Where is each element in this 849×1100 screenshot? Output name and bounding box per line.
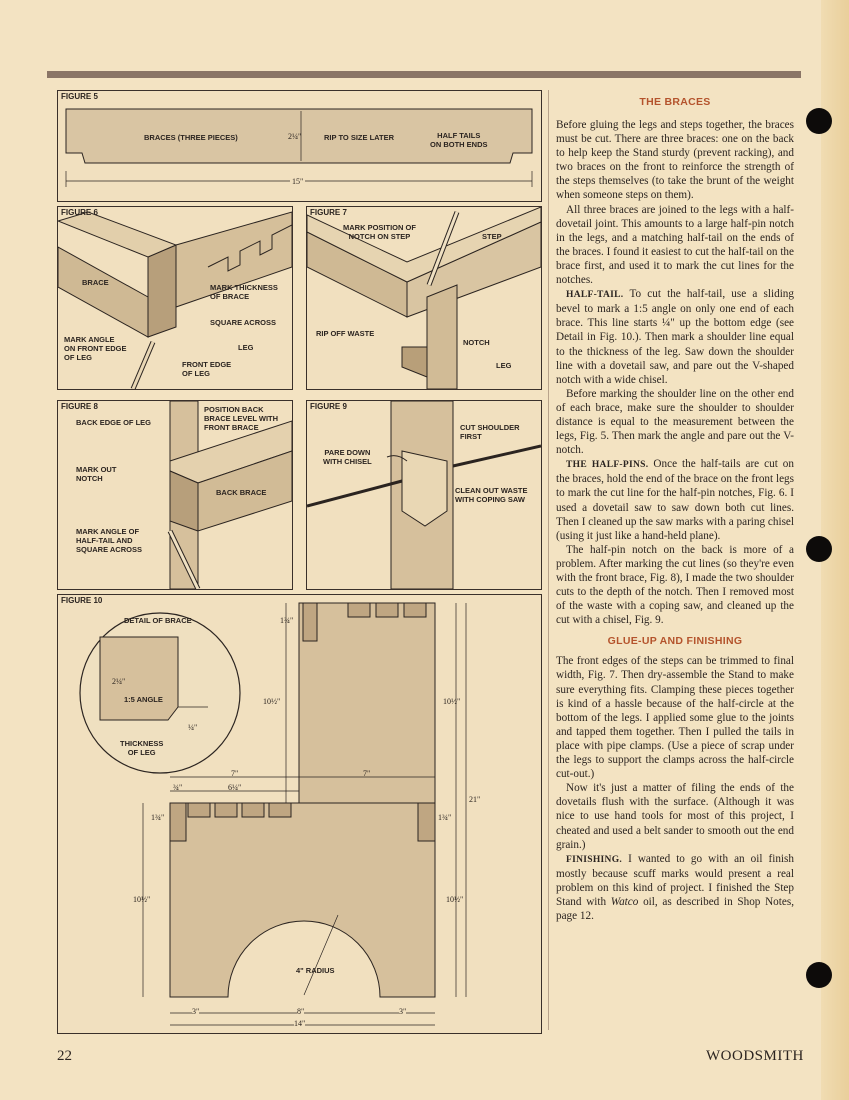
heading-the-braces: THE BRACES: [639, 96, 711, 108]
paragraph-5: THE HALF-PINS. Once the half-tails are c…: [556, 457, 794, 543]
figure-7: FIGURE 7 MARK POSITION OF NOTCH ON STEP …: [306, 206, 542, 390]
figure-5-label: FIGURE 5: [61, 92, 98, 101]
figure-5: FIGURE 5 BRACES (THREE PIECES) 2¼" RIP T…: [57, 90, 542, 202]
figure-8-back-brace: BACK BRACE: [216, 488, 267, 497]
figure-10-dim-1012-d: 10½": [446, 895, 464, 904]
runin-half-pins: THE HALF-PINS.: [566, 460, 649, 471]
paragraph-3: HALF-TAIL. To cut the half-tail, use a s…: [556, 287, 794, 387]
figure-6-label: FIGURE 6: [61, 208, 98, 217]
figure-10-dim-1012-a: 10½": [263, 697, 281, 706]
figure-8-drawing: [167, 401, 292, 589]
figure-8-back-edge: BACK EDGE OF LEG: [76, 418, 152, 427]
figure-7-step: STEP: [482, 232, 502, 241]
figure-10-dim-14: 14": [294, 1019, 306, 1028]
paragraph-8: Now it's just a matter of filing the end…: [556, 782, 794, 851]
paragraph-6: The half-pin notch on the back is more o…: [556, 543, 794, 627]
figure-6-mark-angle: MARK ANGLE ON FRONT EDGE OF LEG: [64, 335, 127, 362]
binder-hole-top: [806, 108, 832, 134]
figure-10-dim-1012-c: 10½": [133, 895, 151, 904]
figure-6-brace: BRACE: [82, 278, 109, 287]
figure-9: FIGURE 9 CUT SHOULDER FIRST PARE DOWN WI…: [306, 400, 542, 590]
figure-10-detail-214: 2¼": [112, 677, 126, 686]
brand-name: Watco: [610, 895, 639, 908]
figure-10-dim-134-top: 1¾": [280, 616, 294, 625]
figure-7-mark-position: MARK POSITION OF NOTCH ON STEP: [343, 223, 416, 241]
figure-10-label: FIGURE 10: [61, 596, 103, 605]
figure-8-position-back: POSITION BACK BRACE LEVEL WITH FRONT BRA…: [204, 405, 279, 432]
figure-10-dim-614: 6¼": [228, 783, 242, 792]
figure-8-label: FIGURE 8: [61, 402, 98, 411]
figure-5-length: 15": [290, 177, 306, 186]
top-rule: [47, 71, 801, 78]
paragraph-1: Before gluing the legs and steps togethe…: [556, 119, 794, 202]
paragraph-9-text-b: oil, as described in Shop Notes, page 12…: [556, 895, 794, 923]
figure-10-drawing: [79, 602, 467, 1026]
figure-5-half-tails-label: HALF TAILS ON BOTH ENDS: [430, 131, 488, 149]
figure-10-dim-8: 8": [297, 1007, 305, 1016]
figure-7-label: FIGURE 7: [310, 208, 347, 217]
figure-10-dim-1012-b: 10½": [443, 697, 461, 706]
paragraph-9: FINISHING. I wanted to go with an oil fi…: [556, 852, 794, 923]
figure-9-clean-out: CLEAN OUT WASTE WITH COPING SAW: [455, 486, 528, 504]
figure-6: FIGURE 6 BRACE MARK THICKNESS OF BRACE S…: [57, 206, 293, 390]
heading-glue-up: GLUE-UP AND FINISHING: [607, 635, 743, 648]
article-column: THE BRACES Before gluing the legs and st…: [556, 96, 794, 923]
figure-10-thickness-leg: THICKNESS OF LEG: [120, 739, 164, 757]
figure-10: FIGURE 10 DETAIL OF BRACE 2¼": [57, 594, 542, 1034]
runin-finishing: FINISHING.: [566, 854, 623, 865]
figure-8-mark-angle: MARK ANGLE OF HALF-TAIL AND SQUARE ACROS…: [76, 527, 142, 554]
figure-8-mark-out: MARK OUT NOTCH: [76, 465, 117, 483]
figure-8: FIGURE 8 BACK EDGE OF LEG POSITION BACK …: [57, 400, 293, 590]
paragraph-3-text: To cut the half-tail, use a sliding beve…: [556, 288, 794, 386]
figure-6-mark-thickness: MARK THICKNESS OF BRACE: [210, 283, 278, 301]
figure-7-rip-off: RIP OFF WASTE: [316, 329, 375, 338]
paragraph-9-text-a: I wanted to go with an oil finish mostly…: [556, 852, 794, 908]
figure-5-thickness: 2¼": [288, 132, 302, 141]
figure-7-leg: LEG: [496, 361, 512, 370]
figure-7-notch: NOTCH: [463, 338, 490, 347]
figure-6-drawing: [58, 211, 292, 389]
figure-10-dim-21: 21": [469, 795, 481, 804]
figure-10-dim-7-right: 7": [363, 769, 371, 778]
paragraph-2: All three braces are joined to the legs …: [556, 203, 794, 287]
figure-10-dim-7-left: 7": [231, 769, 239, 778]
figure-9-cut-shoulder: CUT SHOULDER FIRST: [460, 423, 520, 441]
paragraph-5-text: Once the half-tails are cut on the brace…: [556, 458, 794, 542]
figure-10-dim-134-left: 1¾": [151, 813, 165, 822]
figure-6-leg: LEG: [238, 343, 254, 352]
binder-hole-bottom: [806, 962, 832, 988]
figure-10-detail-14: ¼": [188, 723, 198, 732]
paragraph-7: The front edges of the steps can be trim…: [556, 655, 794, 781]
column-divider: [548, 90, 549, 1030]
figure-5-braces-label: BRACES (THREE PIECES): [144, 133, 238, 142]
runin-half-tail: HALF-TAIL.: [566, 290, 624, 301]
figure-10-dim-134-right: 1¾": [438, 813, 452, 822]
figure-6-square-across: SQUARE ACROSS: [210, 318, 276, 327]
figure-10-dim-34: ¾": [173, 783, 183, 792]
figure-6-front-edge: FRONT EDGE OF LEG: [182, 360, 232, 378]
figure-10-radius: 4" RADIUS: [296, 966, 335, 975]
figure-5-rip-label: RIP TO SIZE LATER: [324, 133, 395, 142]
figure-5-drawing: [65, 108, 533, 187]
figure-10-dim-3-right: 3": [399, 1007, 407, 1016]
figure-10-dim-3-left: 3": [192, 1007, 200, 1016]
page-number: 22: [57, 1048, 72, 1064]
binder-hole-middle: [806, 536, 832, 562]
figure-9-pare-down: PARE DOWN WITH CHISEL: [323, 448, 372, 466]
figure-9-drawing: [307, 401, 541, 589]
paragraph-4: Before marking the shoulder line on the …: [556, 387, 794, 457]
figure-7-drawing: [307, 207, 541, 389]
figure-10-detail-angle: 1:5 ANGLE: [124, 695, 163, 704]
figure-9-label: FIGURE 9: [310, 402, 347, 411]
figure-10-detail-title: DETAIL OF BRACE: [124, 616, 192, 625]
magazine-name: WOODSMITH: [706, 1048, 804, 1064]
